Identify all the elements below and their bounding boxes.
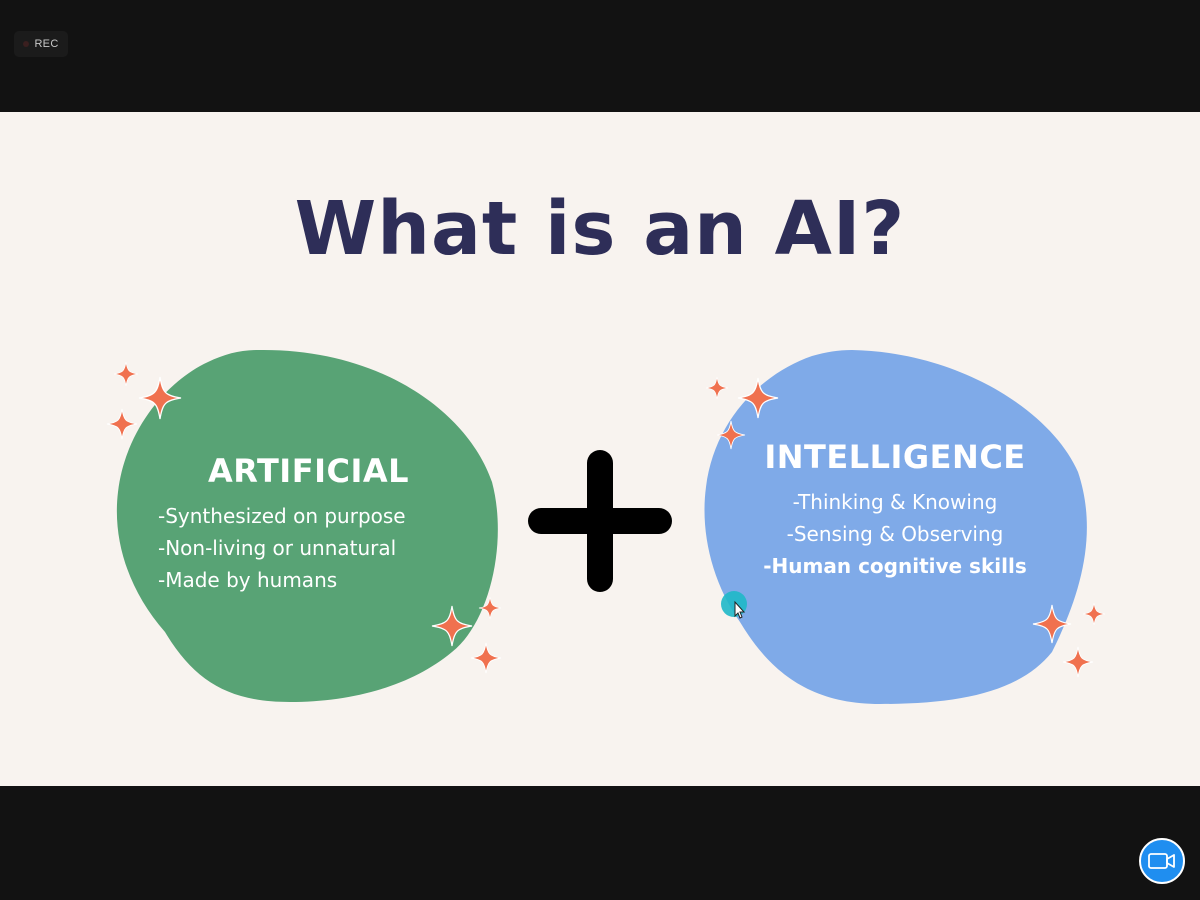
plus-icon (528, 450, 672, 592)
intelligence-blob (704, 350, 1087, 704)
artificial-content: ARTIFICIAL -Synthesized on purpose -Non-… (158, 452, 478, 596)
artificial-item: -Made by humans (158, 568, 338, 592)
intelligence-item: -Thinking & Knowing (792, 490, 998, 514)
artificial-blob (116, 349, 498, 702)
video-camera-icon (1148, 853, 1175, 869)
recording-indicator: REC (14, 31, 68, 57)
slide-title: What is an AI? (294, 186, 906, 272)
presentation-slide: What is an AI? (0, 112, 1200, 786)
record-dot-icon (23, 41, 30, 47)
recording-label: REC (34, 38, 59, 50)
artificial-heading: ARTIFICIAL (208, 452, 410, 490)
artificial-item: -Synthesized on purpose (158, 504, 406, 528)
intelligence-item: -Human cognitive skills (763, 554, 1027, 578)
intelligence-content: INTELLIGENCE -Thinking & Knowing -Sensin… (740, 438, 1050, 582)
mouse-cursor-icon (721, 591, 747, 619)
intelligence-item: -Sensing & Observing (786, 522, 1004, 546)
camera-toggle-button[interactable] (1139, 838, 1185, 884)
slide-graphics (0, 349, 1200, 704)
artificial-item: -Non-living or unnatural (158, 536, 397, 560)
intelligence-heading: INTELLIGENCE (764, 438, 1026, 476)
